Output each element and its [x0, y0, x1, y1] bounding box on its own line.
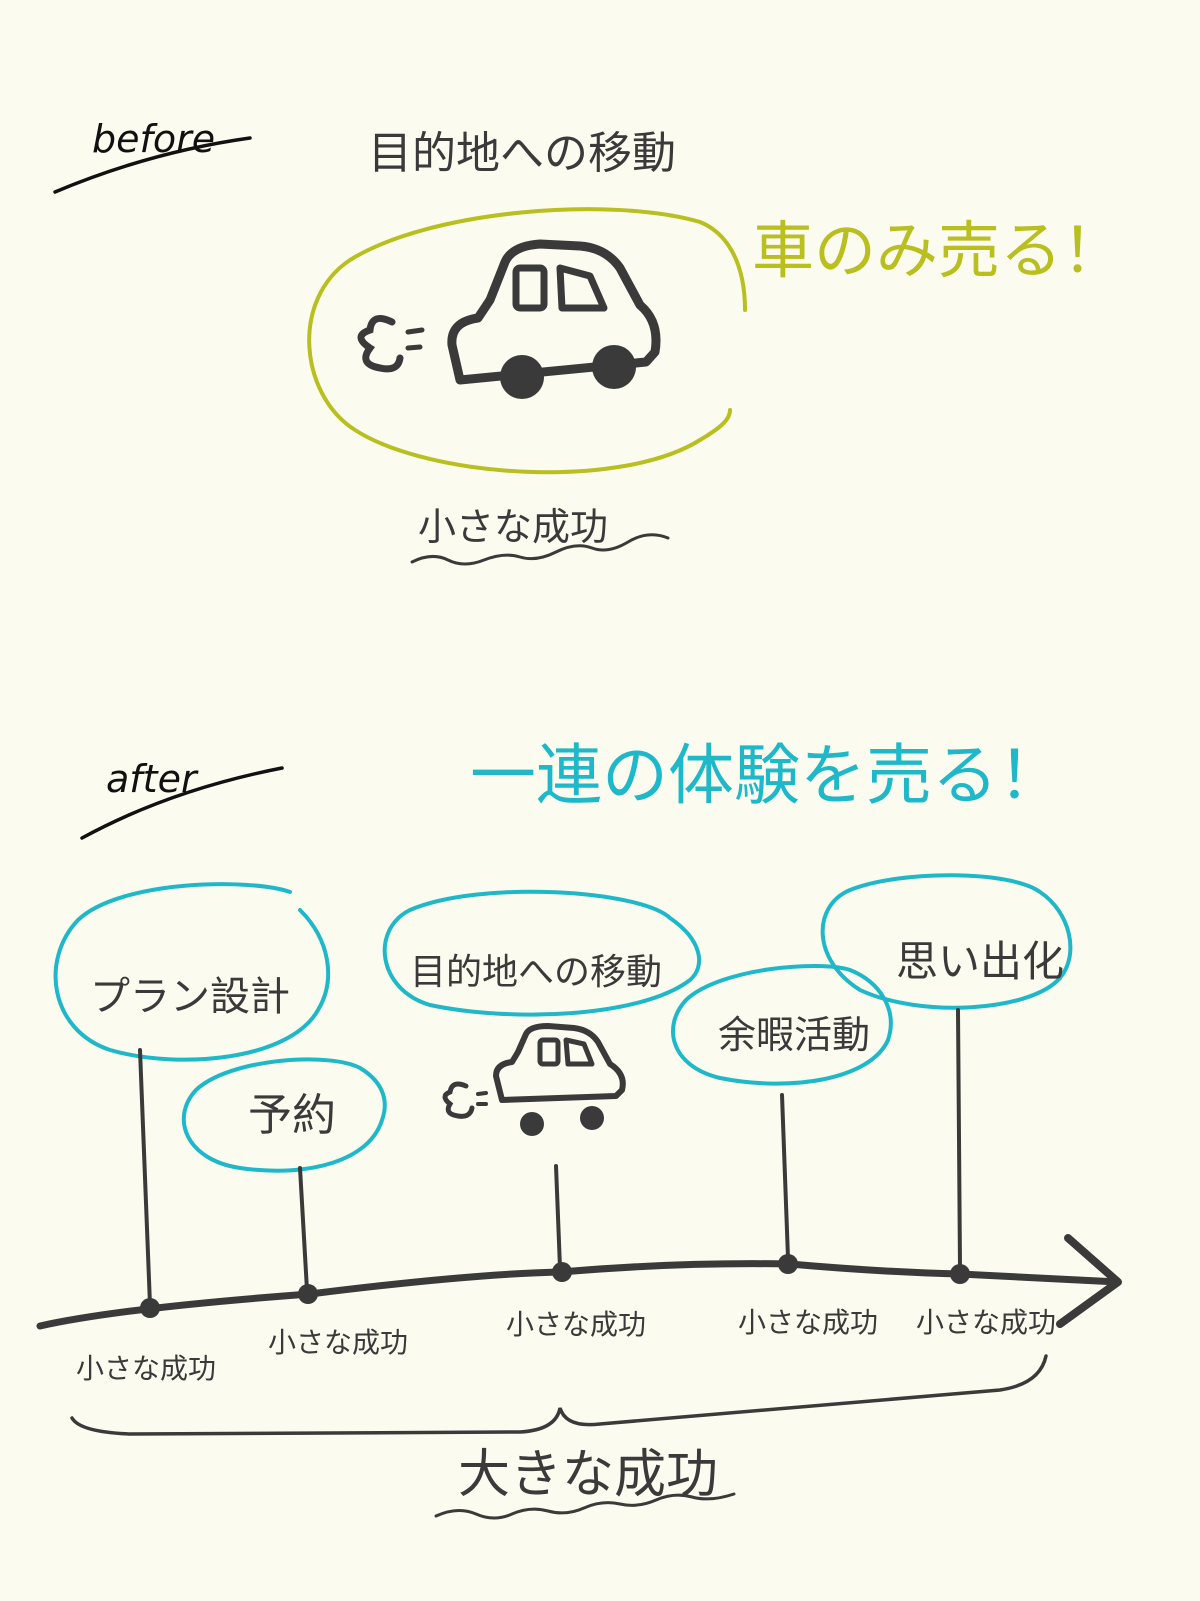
step-bubble: [820, 873, 1073, 1010]
before-result-wavy-underline: [410, 533, 670, 566]
step-result: 小さな成功: [506, 1308, 646, 1341]
car-icon: [442, 1023, 626, 1136]
step-bubble: [671, 963, 893, 1086]
step-plan-design: プラン設計 小さな成功: [53, 882, 331, 1385]
step-result: 小さな成功: [268, 1326, 408, 1359]
after-slogan: 一連の体験を売る！: [470, 737, 1064, 814]
step-label: 余暇活動: [718, 1013, 870, 1057]
total-brace: [70, 1354, 1048, 1436]
step-result: 小さな成功: [76, 1352, 216, 1385]
before-highlight-ellipse: [307, 207, 747, 475]
timeline-arrow-head: [1056, 1234, 1122, 1328]
total-result-wavy-underline: [434, 1492, 736, 1520]
step-leisure: 余暇活動 小さな成功: [671, 963, 893, 1339]
step-stem: [956, 1008, 962, 1270]
step-bubble: [181, 1057, 387, 1173]
step-label: 思い出化: [896, 937, 1064, 986]
step-stem: [780, 1093, 790, 1260]
step-bubble: [53, 882, 331, 1062]
step-stem: [138, 1048, 152, 1307]
after-underline: [80, 766, 284, 840]
step-bubble: [382, 889, 702, 1017]
step-label: プラン設計: [90, 974, 290, 1020]
timeline-arrow-line: [36, 1260, 1122, 1330]
step-stem: [554, 1164, 562, 1270]
car-icon: [357, 239, 661, 399]
step-label: 目的地への移動: [410, 952, 662, 993]
after-section: after 一連の体験を売る！ プラン設計 小さな成功 予約 小さな成功 目的地…: [36, 737, 1122, 1520]
step-travel: 目的地への移動 小さな成功: [382, 889, 702, 1341]
before-section: before 目的地への移動 車のみ売る！ 小さな成功: [53, 117, 1124, 566]
step-result: 小さな成功: [738, 1306, 878, 1339]
step-reservation: 予約 小さな成功: [181, 1057, 408, 1359]
step-stem: [298, 1166, 309, 1292]
step-label: 予約: [248, 1090, 336, 1141]
before-label: before: [92, 117, 215, 161]
step-memories: 思い出化 小さな成功: [820, 873, 1073, 1339]
step-result: 小さな成功: [916, 1306, 1056, 1339]
before-slogan: 車のみ売る！: [752, 214, 1124, 287]
before-underline: [53, 136, 252, 194]
before-result: 小さな成功: [418, 505, 608, 549]
before-title: 目的地への移動: [368, 128, 676, 179]
